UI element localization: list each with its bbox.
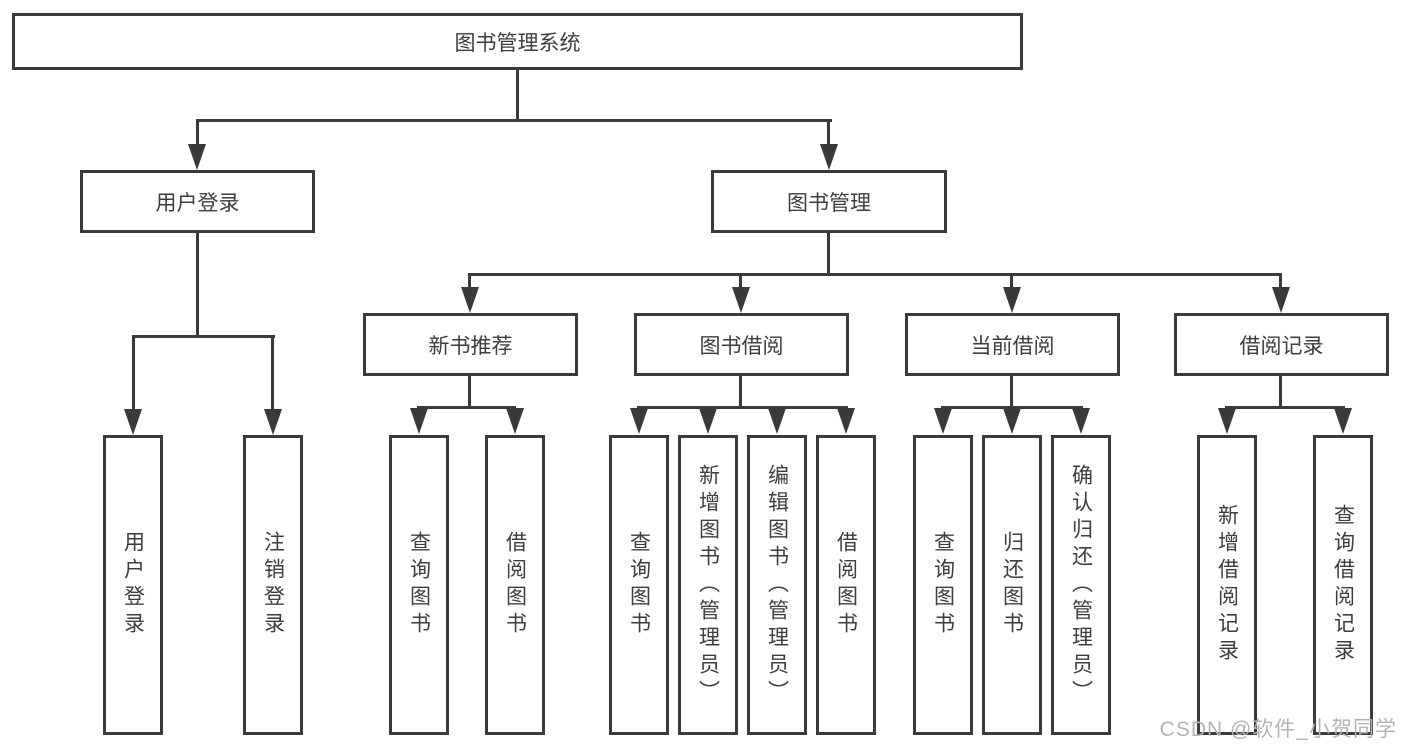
arrow-down-icon — [1003, 287, 1021, 313]
connector-line — [468, 273, 471, 289]
leaf-user-login: 用户登录 — [103, 435, 163, 735]
arrow-down-icon — [768, 408, 786, 434]
connector-line — [516, 70, 519, 119]
arrow-down-icon — [1072, 408, 1090, 434]
connector-line — [739, 273, 742, 289]
connector-line — [196, 119, 199, 146]
node-system-label: 图书管理系统 — [454, 31, 581, 55]
leaf-borrow-books: 借阅图书 — [816, 435, 876, 735]
leaf-borrow-books-recommend: 借阅图书 — [485, 435, 545, 735]
arrow-down-icon — [188, 144, 206, 170]
arrow-down-icon — [1334, 408, 1352, 434]
arrow-down-icon — [461, 287, 479, 313]
leaf-confirm-return-admin: 确认归还（管理员） — [1051, 435, 1111, 735]
connector-line — [132, 335, 275, 338]
leaf-logout-label: 注销登录 — [261, 531, 285, 639]
node-user-login-label: 用户登录 — [155, 191, 240, 215]
node-book-borrowing: 图书借阅 — [634, 313, 849, 376]
leaf-query-books-current-label: 查询图书 — [931, 531, 955, 639]
arrow-down-icon — [124, 409, 142, 435]
arrow-down-icon — [1218, 408, 1236, 434]
node-current-borrowing-label: 当前借阅 — [970, 334, 1055, 358]
leaf-edit-book-admin-label: 编辑图书（管理员） — [765, 463, 789, 707]
connector-line — [637, 406, 848, 409]
connector-line — [196, 233, 199, 335]
arrow-down-icon — [837, 408, 855, 434]
leaf-query-books-recommend: 查询图书 — [389, 435, 449, 735]
leaf-logout: 注销登录 — [243, 435, 303, 735]
connector-line — [1010, 376, 1013, 406]
connector-line — [1279, 376, 1282, 406]
leaf-borrow-books-label: 借阅图书 — [834, 531, 858, 639]
arrow-down-icon — [1003, 408, 1021, 434]
csdn-watermark: CSDN @软件_小贺同学 — [1159, 718, 1397, 741]
arrow-down-icon — [732, 287, 750, 313]
arrow-down-icon — [630, 408, 648, 434]
leaf-user-login-label: 用户登录 — [121, 531, 145, 639]
leaf-query-books-recommend-label: 查询图书 — [407, 531, 431, 639]
leaf-add-borrow-record: 新增借阅记录 — [1197, 435, 1257, 735]
connector-line — [468, 376, 471, 406]
leaf-borrow-books-recommend-label: 借阅图书 — [503, 531, 527, 639]
leaf-return-book-label: 归还图书 — [1000, 531, 1024, 639]
connector-line — [196, 119, 832, 122]
connector-line — [1279, 273, 1282, 289]
leaf-query-books-borrow-label: 查询图书 — [627, 531, 651, 639]
leaf-confirm-return-admin-label: 确认归还（管理员） — [1069, 463, 1093, 707]
connector-line — [271, 335, 274, 411]
node-book-management-label: 图书管理 — [787, 191, 871, 215]
arrow-down-icon — [506, 408, 524, 434]
node-system: 图书管理系统 — [12, 13, 1023, 70]
leaf-query-books-current: 查询图书 — [913, 435, 973, 735]
connector-line — [739, 376, 742, 406]
connector-line — [417, 406, 516, 409]
leaf-add-book-admin-label: 新增图书（管理员） — [696, 463, 720, 707]
connector-line — [827, 119, 830, 146]
leaf-add-borrow-record-label: 新增借阅记录 — [1215, 504, 1239, 666]
arrow-down-icon — [410, 408, 428, 434]
node-new-book-recommend: 新书推荐 — [363, 313, 578, 376]
leaf-return-book: 归还图书 — [982, 435, 1042, 735]
node-borrowing-records-label: 借阅记录 — [1239, 334, 1324, 358]
arrow-down-icon — [264, 409, 282, 435]
node-book-borrowing-label: 图书借阅 — [699, 334, 784, 358]
leaf-query-borrow-record-label: 查询借阅记录 — [1331, 504, 1355, 666]
arrow-down-icon — [820, 144, 838, 170]
connector-line — [1010, 273, 1013, 289]
leaf-query-borrow-record: 查询借阅记录 — [1313, 435, 1373, 735]
connector-line — [827, 233, 830, 273]
connector-line — [468, 273, 1282, 276]
connector-line — [132, 335, 135, 411]
node-user-login: 用户登录 — [80, 170, 315, 233]
node-book-management: 图书管理 — [711, 170, 947, 233]
node-current-borrowing: 当前借阅 — [905, 313, 1120, 376]
leaf-edit-book-admin: 编辑图书（管理员） — [747, 435, 807, 735]
arrow-down-icon — [1272, 287, 1290, 313]
arrow-down-icon — [934, 408, 952, 434]
connector-line — [941, 406, 1083, 409]
connector-line — [1225, 406, 1345, 409]
node-borrowing-records: 借阅记录 — [1174, 313, 1389, 376]
leaf-add-book-admin: 新增图书（管理员） — [678, 435, 738, 735]
node-new-book-recommend-label: 新书推荐 — [428, 334, 513, 358]
leaf-query-books-borrow: 查询图书 — [609, 435, 669, 735]
arrow-down-icon — [699, 408, 717, 434]
